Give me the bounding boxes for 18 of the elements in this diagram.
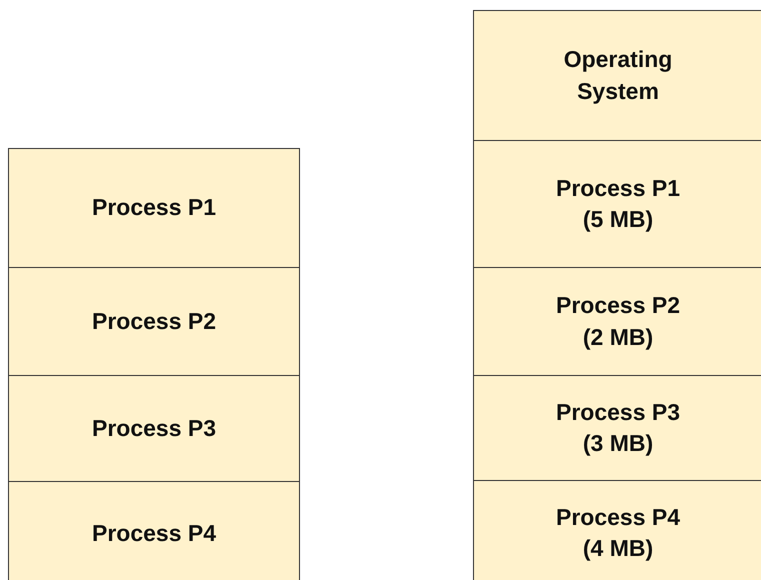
memory-block xyxy=(8,481,300,580)
block-label: Process P1 (5 MB) xyxy=(554,174,682,234)
memory-block xyxy=(473,267,761,376)
memory-block xyxy=(473,140,761,268)
memory-block xyxy=(473,10,761,141)
block-label: Process P3 xyxy=(92,414,216,443)
block-label: Process P2 xyxy=(92,306,216,336)
block-label: Process P2 (2 MB) xyxy=(554,291,682,352)
block-label: Process P3 (3 MB) xyxy=(554,398,682,458)
memory-block xyxy=(473,375,761,481)
block-label: Process P1 xyxy=(92,193,216,222)
block-label: Process P4 (4 MB) xyxy=(554,502,682,563)
block-label: Process P4 xyxy=(92,518,216,548)
memory-block xyxy=(8,267,300,376)
memory-block xyxy=(8,148,300,268)
memory-block xyxy=(473,480,761,580)
memory-block xyxy=(8,375,300,482)
block-label: Operating System xyxy=(562,45,674,106)
